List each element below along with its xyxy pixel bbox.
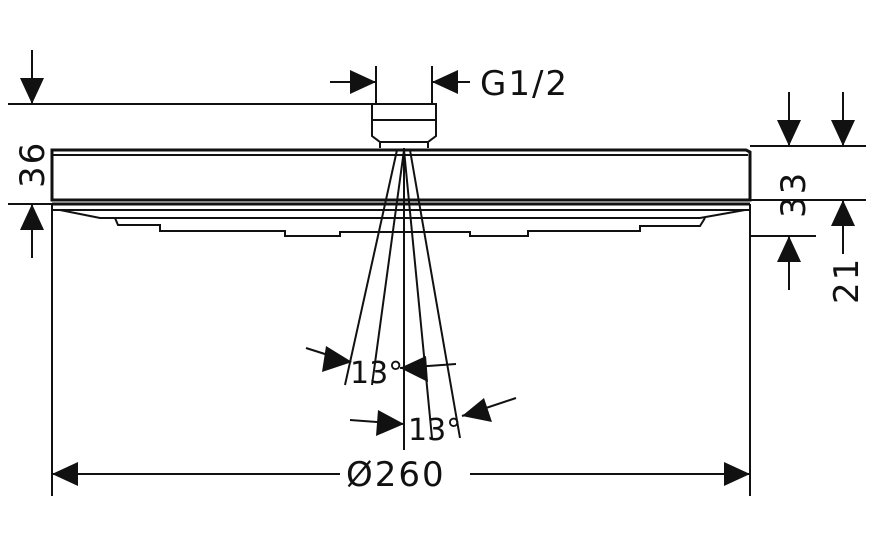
- height-body-label: 33: [774, 171, 814, 218]
- angle-right-label: 13°: [408, 413, 461, 448]
- angle-right-dimension: 13°: [349, 397, 517, 448]
- shower-head-outline: [50, 103, 752, 237]
- height-face-label: 21: [827, 257, 867, 304]
- connector-nut: [371, 103, 437, 143]
- diameter-label: Ø260: [346, 455, 446, 495]
- spray-angle-lines: [344, 148, 461, 450]
- shower-disc-body: [50, 148, 752, 202]
- diameter-dimension: Ø260: [51, 204, 751, 496]
- angle-left-label: 13°: [350, 356, 403, 391]
- height-total-dimension: 36: [8, 50, 372, 258]
- height-total-label: 36: [13, 141, 53, 188]
- height-right-dimensions: 33 21: [750, 92, 867, 304]
- angle-left-dimension: 13°: [305, 346, 457, 391]
- spray-face: [59, 209, 746, 219]
- thread-dimension: G1/2: [330, 64, 569, 104]
- thread-label: G1/2: [480, 64, 569, 104]
